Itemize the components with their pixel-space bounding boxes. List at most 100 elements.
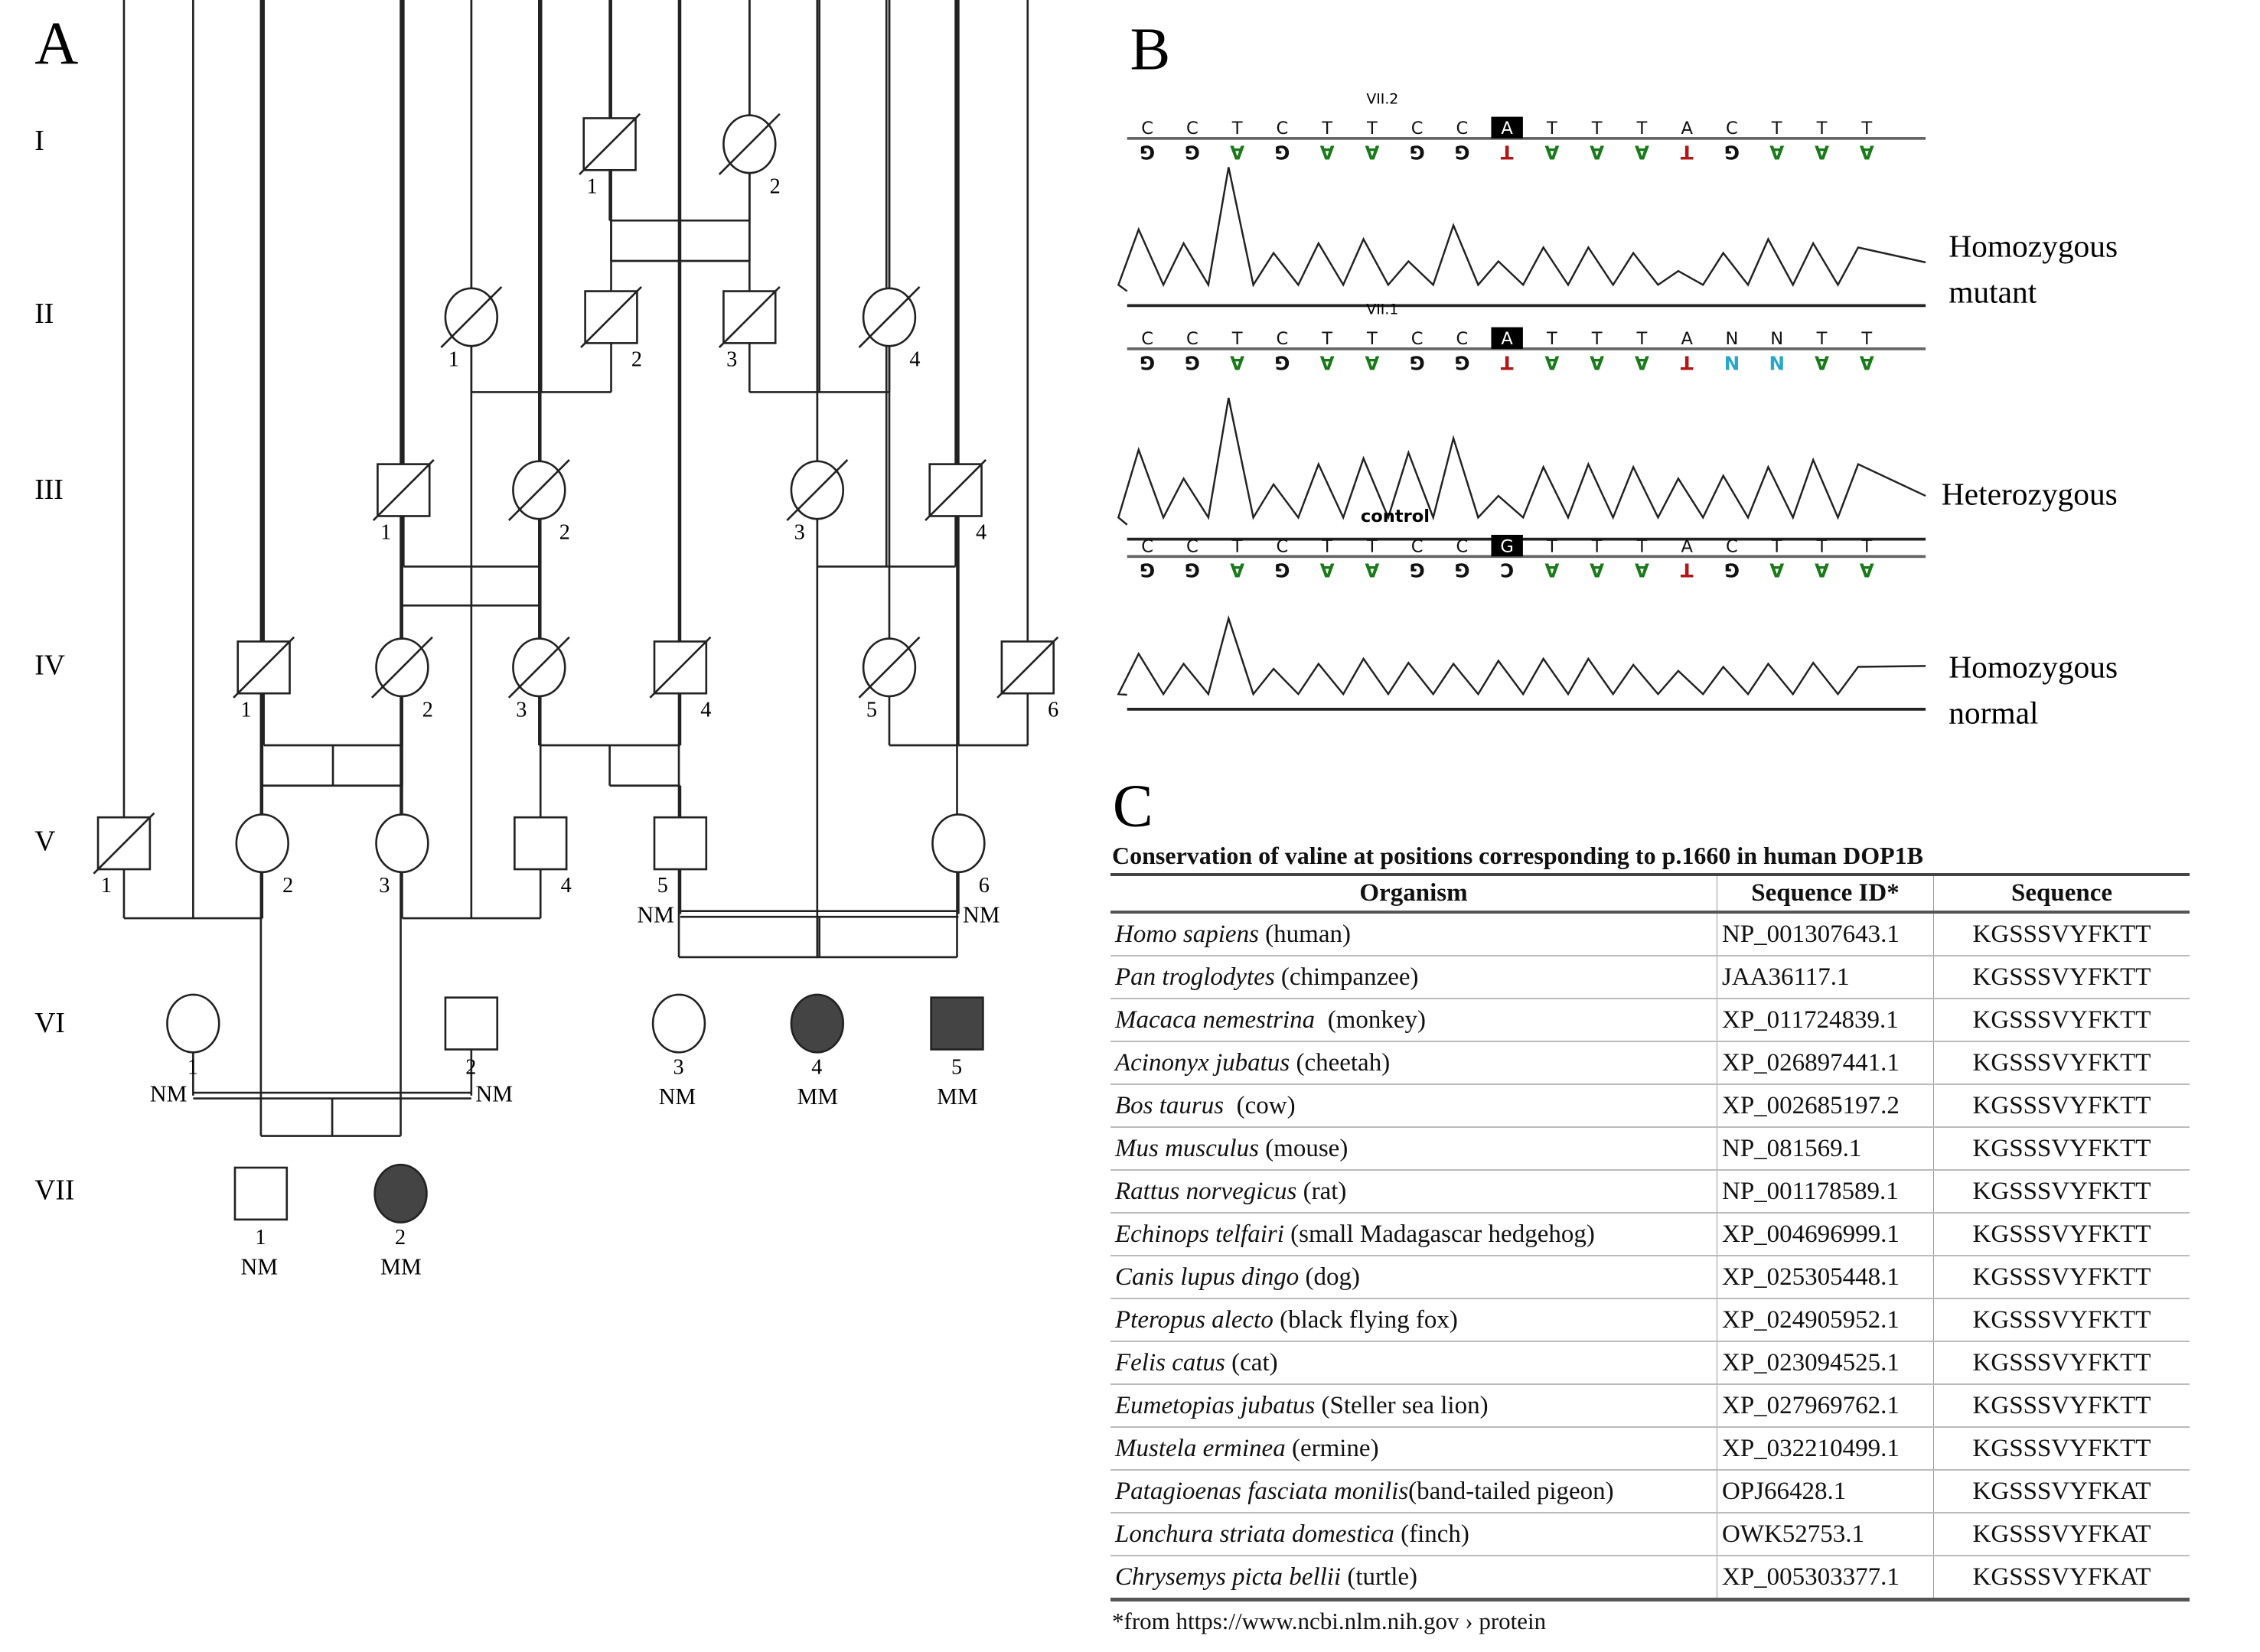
pedigree-individual-v-5: 5NM	[637, 816, 708, 928]
species-name: Patagioenas fasciata monilis	[1115, 1477, 1409, 1505]
common-name: (human)	[1258, 920, 1351, 948]
female-symbol	[651, 993, 706, 1054]
sequence-id-cell: XP_027969762.1	[1717, 1384, 1934, 1428]
individual-number: 4	[976, 521, 987, 545]
generation-label: VI	[34, 1007, 65, 1039]
common-name: (monkey)	[1315, 1005, 1426, 1034]
base-call: T	[1816, 329, 1828, 349]
base-call: T	[1591, 329, 1603, 349]
sample-label: VII.1	[1366, 302, 1398, 318]
common-name: (mouse)	[1258, 1134, 1348, 1162]
organism-cell: Mustela erminea (ermine)	[1110, 1427, 1717, 1471]
genotype-label: NM	[241, 1253, 279, 1279]
individual-number: 1	[241, 698, 252, 722]
complement-base: G	[1140, 141, 1155, 163]
complement-base: T	[1501, 141, 1514, 163]
sequence-cell: KGSSSVYFKTT	[1933, 1170, 2190, 1214]
individual-number: 1	[101, 874, 112, 898]
organism-cell: Felis catus (cat)	[1110, 1341, 1717, 1385]
pedigree-individual-v-6: 6NM	[931, 813, 1000, 928]
base-call: T	[1636, 119, 1648, 138]
individual-number: 1	[380, 521, 391, 545]
header-sequence: Sequence	[1933, 873, 2190, 914]
complement-base: A	[1860, 141, 1874, 163]
pedigree-individual-iv-2: 2	[370, 636, 433, 722]
complement-base: A	[1769, 141, 1784, 163]
individual-number: 3	[673, 1056, 683, 1080]
sequence-id-cell: XP_026897441.1	[1717, 1041, 1934, 1085]
species-name: Lonchura striata domestica	[1115, 1520, 1394, 1548]
base-call: N	[1726, 329, 1739, 349]
complement-base: A	[1365, 141, 1379, 163]
base-call: C	[1186, 329, 1198, 349]
conservation-table: Organism Sequence ID* Sequence Homo sapi…	[1110, 873, 2190, 1601]
base-call: T	[1366, 537, 1378, 557]
complement-base: A	[1590, 559, 1604, 582]
complement-base: A	[1320, 559, 1335, 582]
genotype-label: NM	[150, 1080, 188, 1106]
individual-number: 6	[1048, 698, 1058, 722]
table-row: Chrysemys picta bellii (turtle)XP_005303…	[1110, 1556, 2190, 1601]
complement-base: G	[1724, 559, 1740, 582]
base-call: T	[1231, 119, 1243, 138]
pedigree-individual-v-4: 4	[514, 816, 572, 898]
individual-number: 3	[726, 348, 737, 372]
panel-label-c: C	[1113, 773, 1153, 839]
species-name: Chrysemys picta bellii	[1115, 1562, 1342, 1591]
species-name: Rattus norvegicus	[1115, 1177, 1297, 1205]
base-call: T	[1636, 537, 1648, 557]
complement-base: A	[1769, 559, 1784, 582]
species-name: Felis catus	[1115, 1348, 1225, 1377]
pedigree-individual-vi-1: 1NM	[150, 993, 220, 1106]
common-name: (black flying fox)	[1273, 1305, 1458, 1334]
table-row: Macaca nemestrina (monkey) XP_011724839.1…	[1110, 999, 2190, 1042]
complement-base: G	[1724, 141, 1740, 163]
complement-base: A	[1544, 351, 1559, 373]
organism-cell: Bos taurus (cow)	[1110, 1084, 1717, 1128]
panel-label-b: B	[1130, 16, 1170, 83]
sequence-cell: KGSSSVYFKTT	[1933, 1341, 2190, 1385]
sequence-id-cell: XP_023094525.1	[1717, 1341, 1934, 1385]
species-name: Macaca nemestrina	[1115, 1005, 1316, 1034]
complement-base: A	[1590, 351, 1604, 373]
common-name: (band-tailed pigeon)	[1408, 1477, 1614, 1505]
pedigree-individual-iv-3: 3	[507, 636, 570, 722]
species-name: Pan troglodytes	[1115, 963, 1275, 991]
deceased-slash	[718, 285, 781, 348]
deceased-slash	[579, 112, 641, 175]
genotype-caption-line1: Homozygous	[1949, 228, 2118, 263]
base-call: T	[1231, 329, 1243, 349]
sequence-id-cell: NP_081569.1	[1717, 1127, 1934, 1171]
species-name: Mus musculus	[1115, 1134, 1259, 1162]
organism-cell: Acinonyx jubatus (cheetah)	[1110, 1041, 1717, 1085]
complement-base: A	[1230, 351, 1244, 373]
pedigree-individual-i-1: 1	[579, 112, 641, 198]
base-call: T	[1546, 119, 1557, 138]
sequence-id-cell: XP_011724839.1	[1717, 999, 1934, 1042]
sequence-id-cell: XP_005303377.1	[1717, 1556, 1934, 1601]
sequence-cell: KGSSSVYFKTT	[1933, 956, 2190, 999]
base-call: T	[1816, 537, 1828, 557]
deceased-slash	[507, 459, 570, 522]
pedigree-lines	[122, 0, 1029, 1137]
sequence-id-cell: XP_025305448.1	[1717, 1256, 1934, 1299]
complement-base: A	[1365, 351, 1379, 373]
base-call: A	[1501, 119, 1513, 138]
individual-number: 2	[770, 174, 781, 198]
sequence-cell: KGSSSVYFKTT	[1933, 1041, 2190, 1085]
chromatogram-0: VII.2CGCGTACGTATACGCGATTATATAATCGTATATAH…	[1117, 92, 2118, 310]
pedigree-individual-vii-1: 1NM	[233, 1166, 289, 1279]
individual-number: 4	[811, 1056, 822, 1080]
complement-base: A	[1365, 559, 1379, 582]
complement-base: G	[1454, 351, 1469, 373]
species-name: Pteropus alecto	[1115, 1305, 1273, 1334]
complement-base: A	[1635, 559, 1649, 582]
base-call: A	[1681, 329, 1693, 349]
individual-number: 4	[561, 874, 572, 898]
deceased-slash	[858, 285, 921, 348]
sequence-cell: KGSSSVYFKTT	[1933, 1384, 2190, 1428]
